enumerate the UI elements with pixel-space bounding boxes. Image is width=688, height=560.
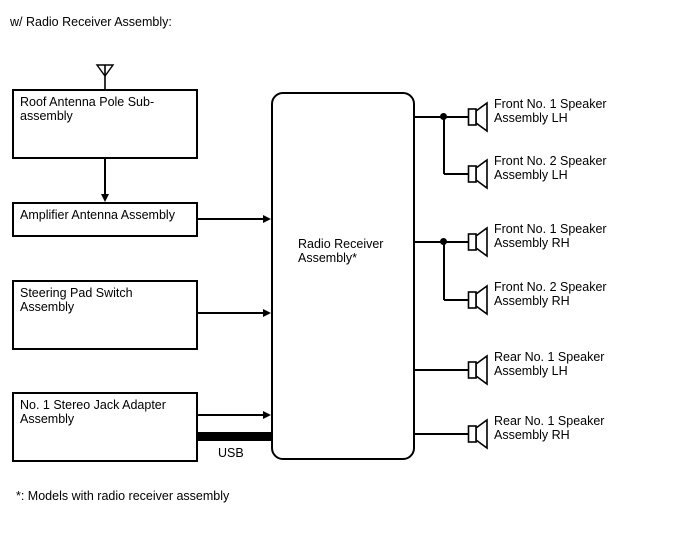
speaker-icon	[467, 158, 488, 190]
box-steering-pad-switch: Steering Pad Switch Assembly	[12, 280, 198, 350]
connector-front-rh-branch	[443, 242, 445, 300]
connector-rear-rh	[414, 433, 468, 435]
box-amplifier-antenna: Amplifier Antenna Assembly	[12, 202, 198, 237]
arrowhead-right-icon	[263, 411, 271, 419]
connector-front2-lh	[444, 173, 468, 175]
junction-dot	[440, 113, 447, 120]
junction-dot	[440, 238, 447, 245]
connector-steering-to-radio	[197, 312, 263, 314]
usb-connector-bar	[197, 432, 271, 441]
speaker-icon	[467, 354, 488, 386]
page-title: w/ Radio Receiver Assembly:	[10, 15, 172, 29]
box-radio-receiver: Radio Receiver Assembly*	[271, 92, 415, 460]
connector-rear-lh	[414, 369, 468, 371]
label-front2-speaker-rh: Front No. 2 Speaker Assembly RH	[494, 280, 607, 308]
connector-amplifier-to-radio	[197, 218, 263, 220]
speaker-icon	[467, 284, 488, 316]
label-front1-speaker-lh: Front No. 1 Speaker Assembly LH	[494, 97, 607, 125]
label-rear1-speaker-lh: Rear No. 1 Speaker Assembly LH	[494, 350, 605, 378]
radio-receiver-label: Radio Receiver Assembly*	[298, 237, 384, 265]
antenna-icon	[95, 64, 115, 90]
label-rear1-speaker-rh: Rear No. 1 Speaker Assembly RH	[494, 414, 605, 442]
arrowhead-right-icon	[263, 309, 271, 317]
footnote: *: Models with radio receiver assembly	[16, 489, 230, 503]
box-stereo-jack-adapter: No. 1 Stereo Jack Adapter Assembly	[12, 392, 198, 462]
arrowhead-down-icon	[101, 194, 109, 202]
connector-front-lh-branch	[443, 117, 445, 174]
label-front2-speaker-lh: Front No. 2 Speaker Assembly LH	[494, 154, 607, 182]
connector-front2-rh	[444, 299, 468, 301]
speaker-icon	[467, 418, 488, 450]
usb-label: USB	[218, 446, 244, 460]
connector-jack-to-radio	[197, 414, 263, 416]
speaker-icon	[467, 226, 488, 258]
connector-roof-to-amplifier	[104, 159, 106, 195]
label-front1-speaker-rh: Front No. 1 Speaker Assembly RH	[494, 222, 607, 250]
box-roof-antenna-pole: Roof Antenna Pole Sub- assembly	[12, 89, 198, 159]
arrowhead-right-icon	[263, 215, 271, 223]
speaker-icon	[467, 101, 488, 133]
